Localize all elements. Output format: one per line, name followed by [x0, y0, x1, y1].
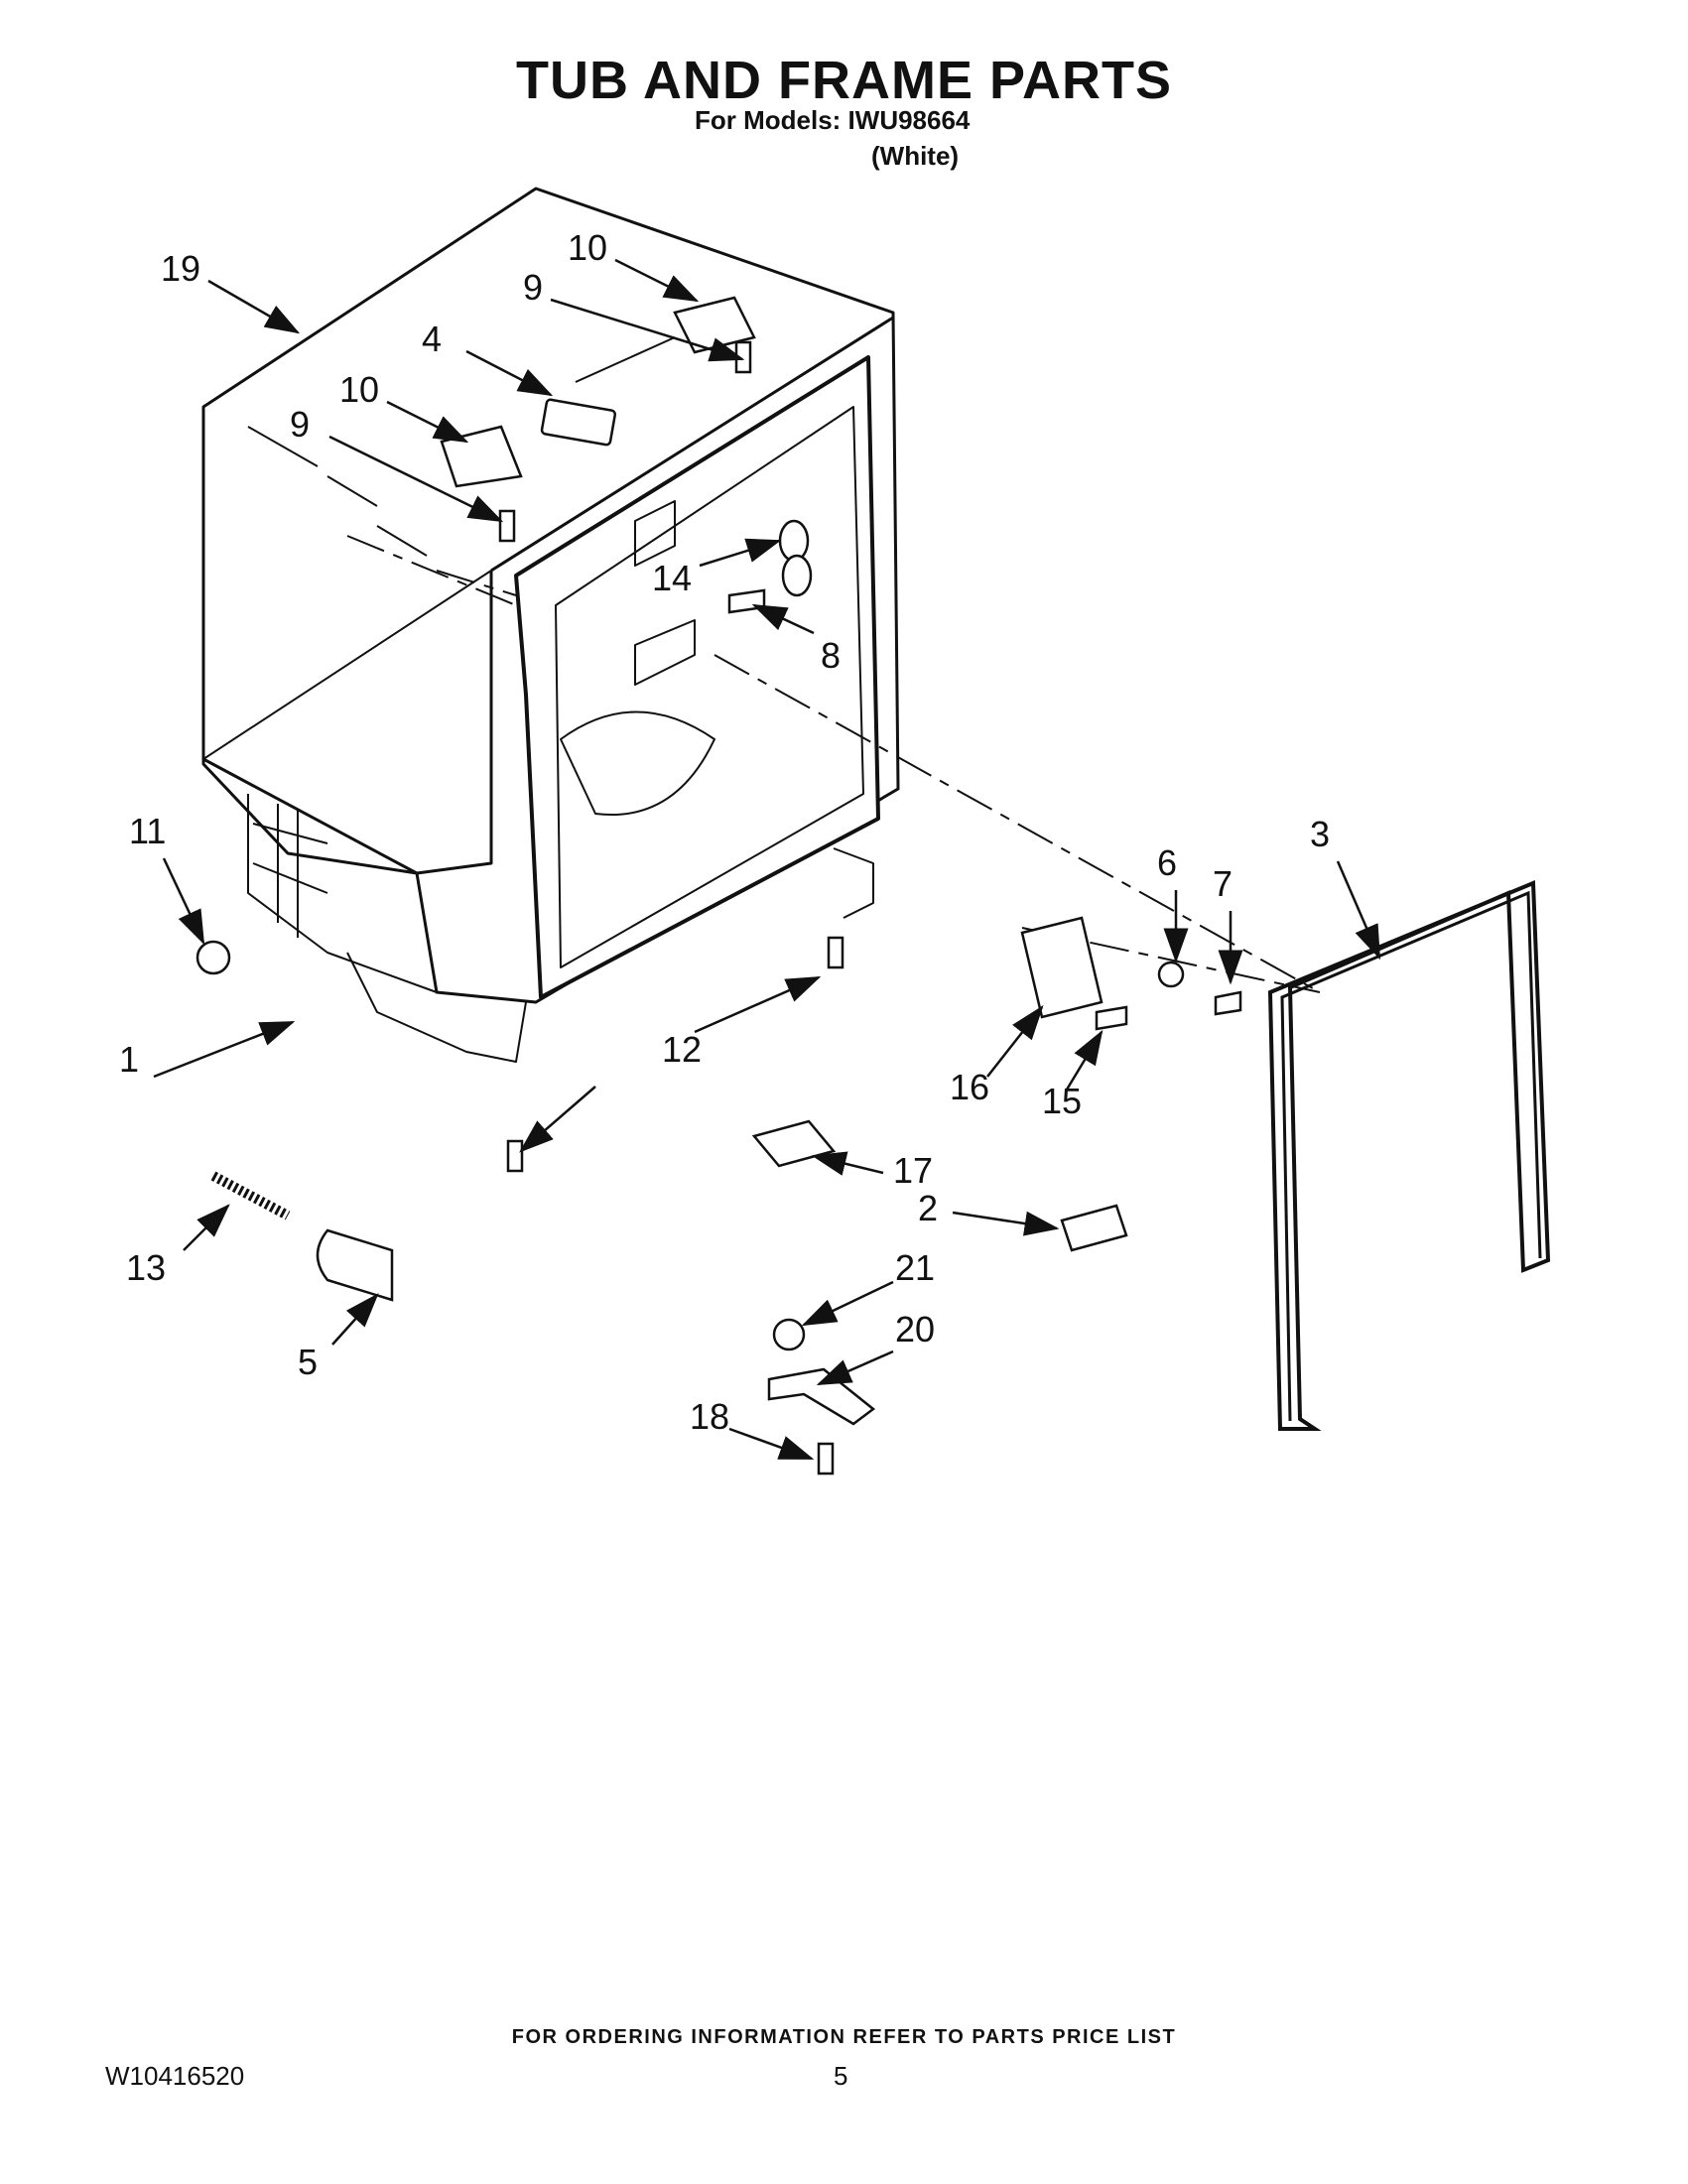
- page-number: 5: [834, 2061, 848, 2091]
- callout-12: 12: [662, 1029, 702, 1070]
- bracket-20: [767, 1367, 876, 1426]
- screw-9a: [498, 509, 516, 543]
- pad-17: [751, 1119, 837, 1168]
- door-gasket: [1267, 880, 1551, 1431]
- leveling-leg-12a: [827, 936, 844, 969]
- callout-10: 10: [339, 369, 379, 410]
- small-parts: [195, 296, 1242, 1476]
- vent-plate: [540, 398, 617, 447]
- roller-14a: [778, 519, 810, 563]
- callout-6: 6: [1157, 842, 1177, 883]
- callout-20: 20: [895, 1309, 935, 1349]
- clip-2: [1060, 1204, 1128, 1252]
- callout-9: 9: [290, 404, 310, 445]
- tub-assembly: [201, 187, 900, 1063]
- bracket-16: [1020, 916, 1104, 1019]
- callout-4: 4: [422, 319, 442, 359]
- callout-19: 19: [161, 248, 200, 289]
- models-line: For Models: IWU98664: [695, 105, 971, 135]
- door-gasket-inner: [1280, 890, 1542, 1422]
- callout-18: 18: [690, 1396, 729, 1437]
- callout-21: 21: [895, 1247, 935, 1288]
- callout-arrows: [153, 258, 1381, 1461]
- ordering-note: FOR ORDERING INFORMATION REFER TO PARTS …: [511, 2026, 1177, 2048]
- screw-7: [1214, 990, 1242, 1016]
- spring-13: [210, 1171, 291, 1220]
- screw-18: [817, 1442, 835, 1476]
- callout-16: 16: [950, 1067, 989, 1107]
- callout-14: 14: [652, 558, 692, 598]
- document-number: W10416520: [105, 2061, 245, 2091]
- pad-5: [316, 1228, 394, 1302]
- callout-labels: 19 10 9 4 10 9 14 8 11 6 7 3 1 12 16 15 …: [119, 227, 1330, 1437]
- callout-3: 3: [1310, 814, 1330, 854]
- page-title: TUB AND FRAME PARTS: [516, 51, 1172, 110]
- clip-21: [772, 1318, 806, 1351]
- callout-2: 2: [918, 1188, 938, 1228]
- callout-11: 11: [129, 811, 166, 851]
- callout-1: 1: [119, 1039, 139, 1080]
- callout-10: 10: [568, 227, 607, 268]
- roller-14b: [781, 554, 813, 597]
- washer-6: [1157, 961, 1185, 988]
- callout-9: 9: [523, 267, 543, 308]
- callout-8: 8: [821, 635, 841, 676]
- leveling-leg-12b: [506, 1139, 524, 1173]
- callout-5: 5: [298, 1342, 318, 1382]
- screw-15: [1095, 1005, 1128, 1031]
- callout-15: 15: [1042, 1081, 1082, 1121]
- callout-17: 17: [893, 1150, 933, 1191]
- callout-13: 13: [126, 1247, 166, 1288]
- screw-8: [727, 588, 766, 614]
- nut-11: [195, 940, 231, 975]
- color-line: (White): [871, 141, 960, 171]
- callout-7: 7: [1213, 863, 1233, 904]
